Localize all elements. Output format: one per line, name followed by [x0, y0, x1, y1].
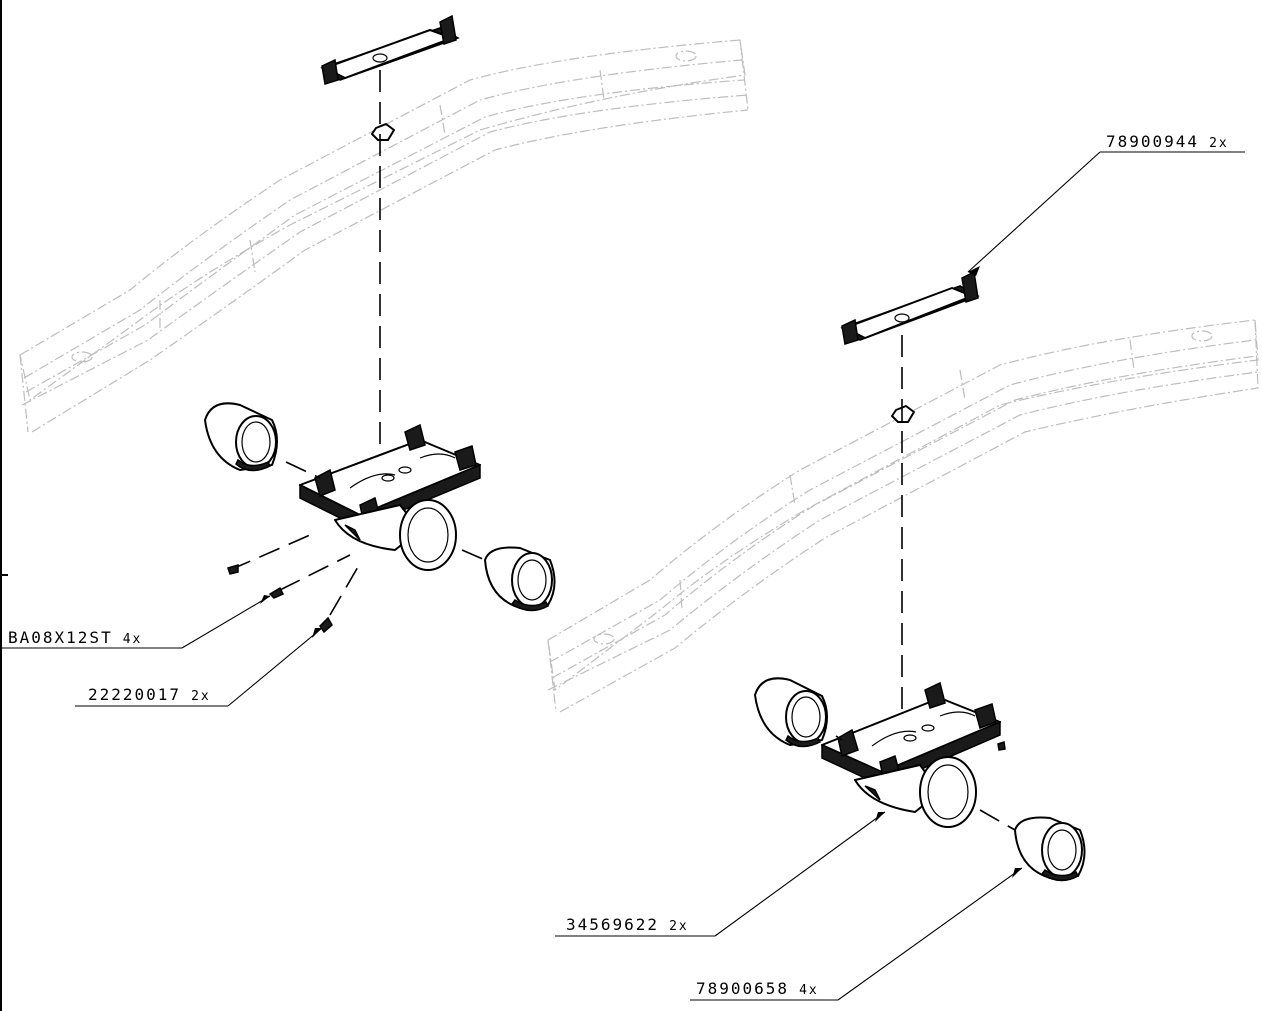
- part-number: 78900944: [1106, 132, 1199, 151]
- left-spring-seat-bracket: [299, 423, 481, 571]
- right-spring-seat-bracket: [821, 681, 1006, 828]
- leader-34569622: [555, 811, 886, 937]
- right-bolt-nut: [891, 405, 915, 423]
- left-screw: [227, 563, 239, 575]
- left-bolt-nut: [371, 123, 395, 141]
- leader-BA08X12ST: [0, 595, 271, 649]
- part-number: 22220017: [88, 685, 181, 704]
- right-leaf-spring-phantom: [547, 319, 1259, 713]
- left-grease-fitting: [268, 586, 333, 634]
- part-number: BA08X12ST: [8, 628, 113, 647]
- quantity: 2x: [1209, 136, 1229, 151]
- left-bushing-upper: [204, 402, 278, 472]
- callout-BA08X12ST: BA08X12ST 4x: [8, 628, 142, 647]
- right-bushing-lower: [1014, 816, 1086, 882]
- part-number: 34569622: [566, 915, 659, 934]
- quantity: 2x: [191, 689, 211, 704]
- right-bushing-axis-lines: [835, 735, 1016, 831]
- leader-78900944: [967, 151, 1245, 276]
- part-number: 78900658: [696, 979, 789, 998]
- right-clamp-plate: [840, 270, 980, 345]
- leader-78900658: [690, 867, 1023, 1001]
- left-bushing-lower: [484, 546, 556, 612]
- left-clamp-plate: [320, 14, 460, 85]
- quantity: 4x: [799, 983, 819, 998]
- quantity: 4x: [123, 632, 143, 647]
- callout-78900944: 78900944 2x: [1106, 132, 1229, 151]
- callout-34569622: 34569622 2x: [566, 915, 689, 934]
- left-leaf-spring-phantom: [19, 39, 749, 433]
- left-fastener-explode-lines: [229, 534, 363, 616]
- quantity: 2x: [669, 919, 689, 934]
- right-bushing-upper: [754, 677, 828, 748]
- left-bushing-axis-lines: [285, 461, 486, 561]
- callout-22220017: 22220017 2x: [88, 685, 211, 704]
- leader-22220017: [75, 627, 323, 707]
- callout-78900658: 78900658 4x: [696, 979, 819, 998]
